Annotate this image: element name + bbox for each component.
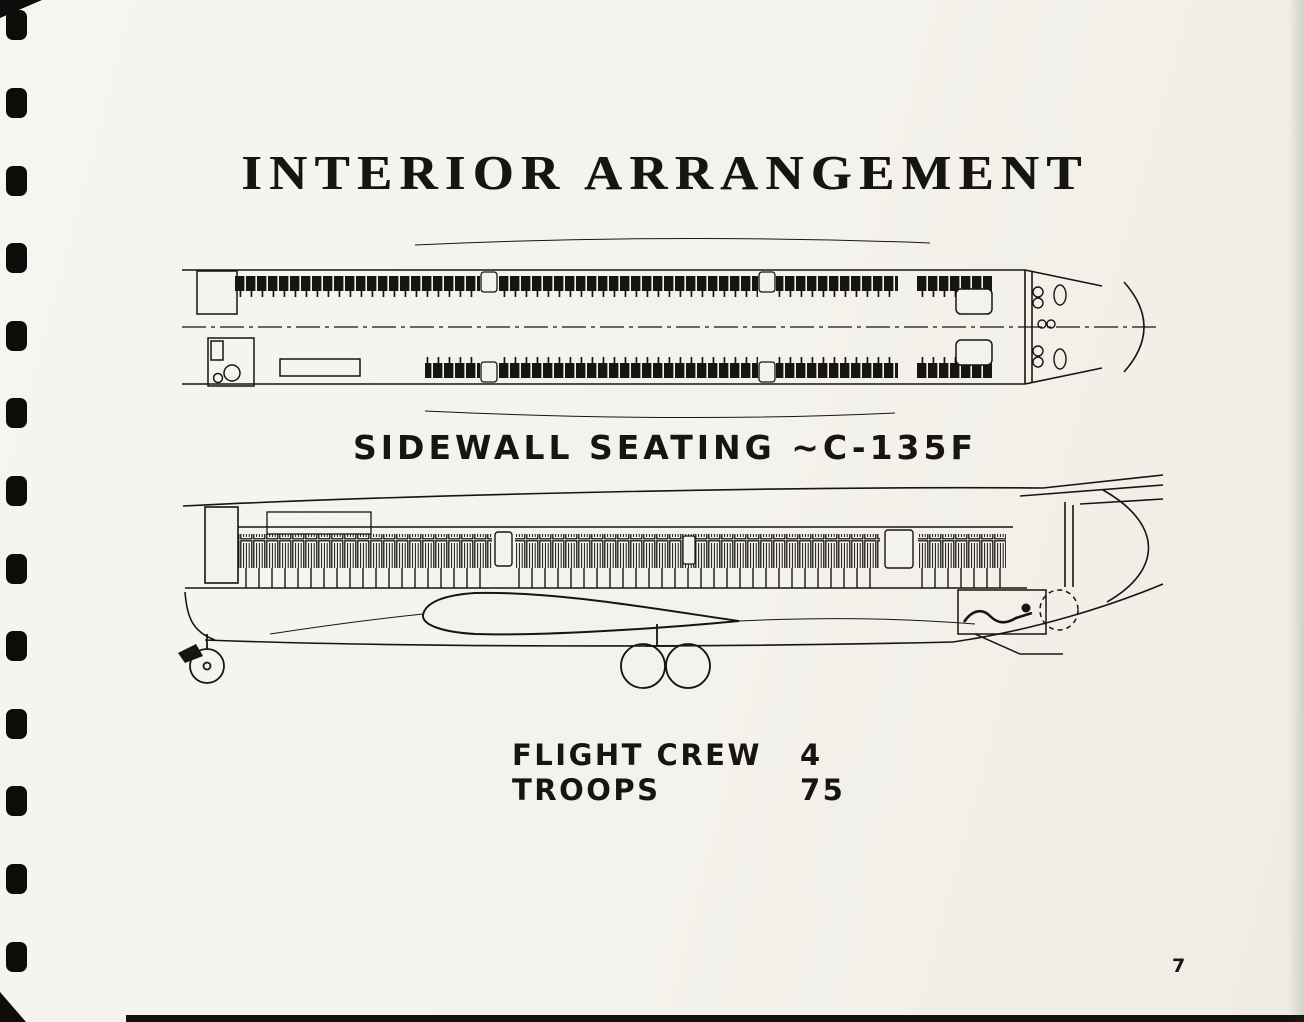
top-view-diagram: [180, 232, 1160, 422]
exit-door-marker: [480, 271, 498, 293]
page-title: INTERIOR ARRANGEMENT: [241, 145, 1089, 200]
diagram-caption: SIDEWALL SEATING ~C-135F: [353, 428, 977, 467]
spiral-binding-holes: [6, 10, 27, 972]
sidewall-seat-row-top: [235, 271, 992, 297]
capacity-row-troops: TROOPS 75: [512, 773, 845, 808]
aft-door-marker: [884, 529, 914, 569]
scan-edge-bottom-left: [0, 992, 26, 1022]
window-marker: [682, 535, 696, 565]
wing-fillet-line: [738, 618, 976, 625]
fuselage-plan-outline: [182, 237, 1156, 419]
aft-operator-pod: [957, 589, 1079, 655]
exit-door-marker: [480, 361, 498, 383]
scan-edge-bottom: [126, 1015, 1304, 1022]
nose-landing-gear: [189, 634, 225, 684]
wing-airfoil: [422, 591, 740, 636]
capacity-label: FLIGHT CREW: [512, 738, 762, 772]
wing-fillet-line: [269, 613, 424, 635]
capacity-table: FLIGHT CREW 4 TROOPS 75: [512, 738, 845, 809]
prone-operator-figure: [962, 609, 1033, 624]
door-marker: [494, 531, 513, 567]
towbar-fitting: [178, 644, 203, 663]
sidewall-seats-elevation: [238, 529, 1006, 588]
forward-galley-modules: [196, 270, 361, 387]
sighting-window-dashed: [1039, 589, 1079, 631]
overhead-compartment: [266, 511, 372, 535]
page-edge-shadow: [1288, 0, 1304, 1022]
main-landing-gear: [620, 624, 711, 689]
operator-head: [1021, 603, 1031, 613]
aft-station-furniture: [955, 288, 993, 366]
capacity-value: 75: [800, 773, 846, 808]
exit-door-marker: [758, 271, 776, 293]
sidewall-seat-row-bottom: [425, 357, 992, 383]
capacity-row-flight-crew: FLIGHT CREW 4: [512, 738, 845, 773]
aft-crew-seats: [1032, 284, 1067, 370]
side-view-diagram: [175, 472, 1165, 702]
scan-edge-top-left: [0, 0, 42, 18]
exit-door-marker: [758, 361, 776, 383]
forward-door: [204, 506, 239, 584]
capacity-label: TROOPS: [512, 773, 661, 808]
page-number: 7: [1172, 955, 1186, 977]
capacity-value: 4: [800, 738, 823, 772]
